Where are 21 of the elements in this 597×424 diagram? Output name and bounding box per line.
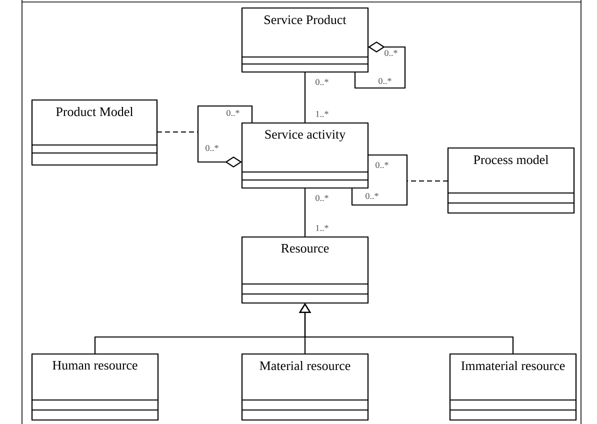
multiplicity-label: 0..*: [206, 144, 218, 152]
class-box: Human resource: [31, 353, 159, 421]
multiplicity-label: 0..*: [376, 162, 388, 168]
association-line: [304, 188, 306, 237]
association-line: [351, 154, 408, 206]
multiplicity-label: 0..*: [226, 110, 240, 116]
class-box: Product Model: [31, 99, 158, 166]
aggregation-line: [197, 105, 253, 168]
aggregation-line: [354, 42, 406, 89]
class-box: Material resource: [241, 353, 369, 421]
class-box: Resource: [241, 236, 369, 304]
class-box: Process model: [447, 147, 575, 214]
class-box: Immaterial resource: [449, 353, 577, 421]
multiplicity-label: 0..*: [384, 50, 398, 56]
multiplicity-label: 0..*: [366, 192, 378, 200]
dashed-line: [157, 131, 198, 133]
class-box: Service Product: [241, 7, 369, 73]
dashed-line: [407, 180, 448, 182]
association-line: [304, 72, 306, 123]
class-box: Service activity: [241, 122, 369, 189]
multiplicity-label: 0..*: [378, 78, 392, 84]
